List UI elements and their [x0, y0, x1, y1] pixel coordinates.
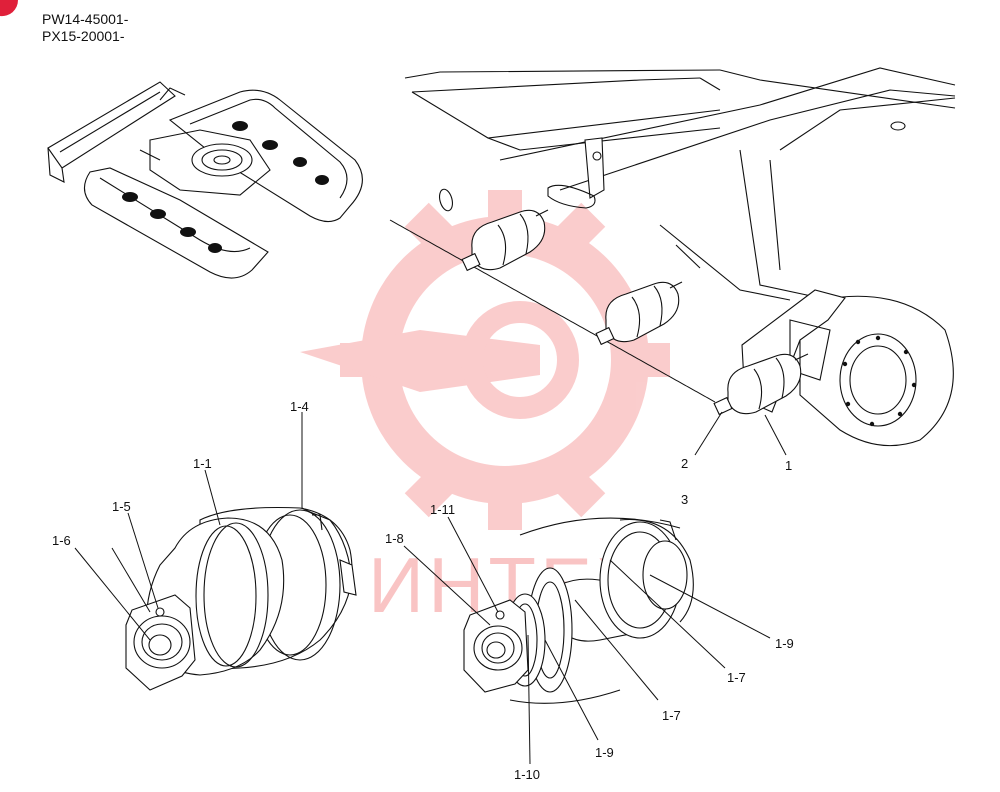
callout-1-11: 1-11	[430, 502, 455, 517]
serial-number-2: PX15-20001-	[42, 28, 125, 44]
callout-1-1: 1-1	[193, 456, 212, 471]
callout-1-7-right: 1-7	[727, 670, 746, 685]
callout-1: 1	[785, 458, 792, 473]
corner-mark	[0, 0, 19, 17]
callout-1-4: 1-4	[290, 399, 309, 414]
callout-2: 2	[681, 456, 688, 471]
callout-1-7-lower: 1-7	[662, 708, 681, 723]
callout-3: 3	[681, 492, 688, 507]
callout-1-8: 1-8	[385, 531, 404, 546]
roller-assembly-drawing	[74, 412, 357, 691]
callout-1-10: 1-10	[514, 767, 540, 782]
roller-exploded-drawing	[403, 516, 771, 765]
callout-1-6: 1-6	[52, 533, 71, 548]
callout-1-5: 1-5	[112, 499, 131, 514]
undercarriage-overview-drawing	[47, 81, 363, 279]
callout-1-9-right: 1-9	[775, 636, 794, 651]
serial-number-1: PW14-45001-	[42, 11, 129, 27]
callout-1-9-lower: 1-9	[595, 745, 614, 760]
track-frame-drawing	[389, 67, 956, 456]
